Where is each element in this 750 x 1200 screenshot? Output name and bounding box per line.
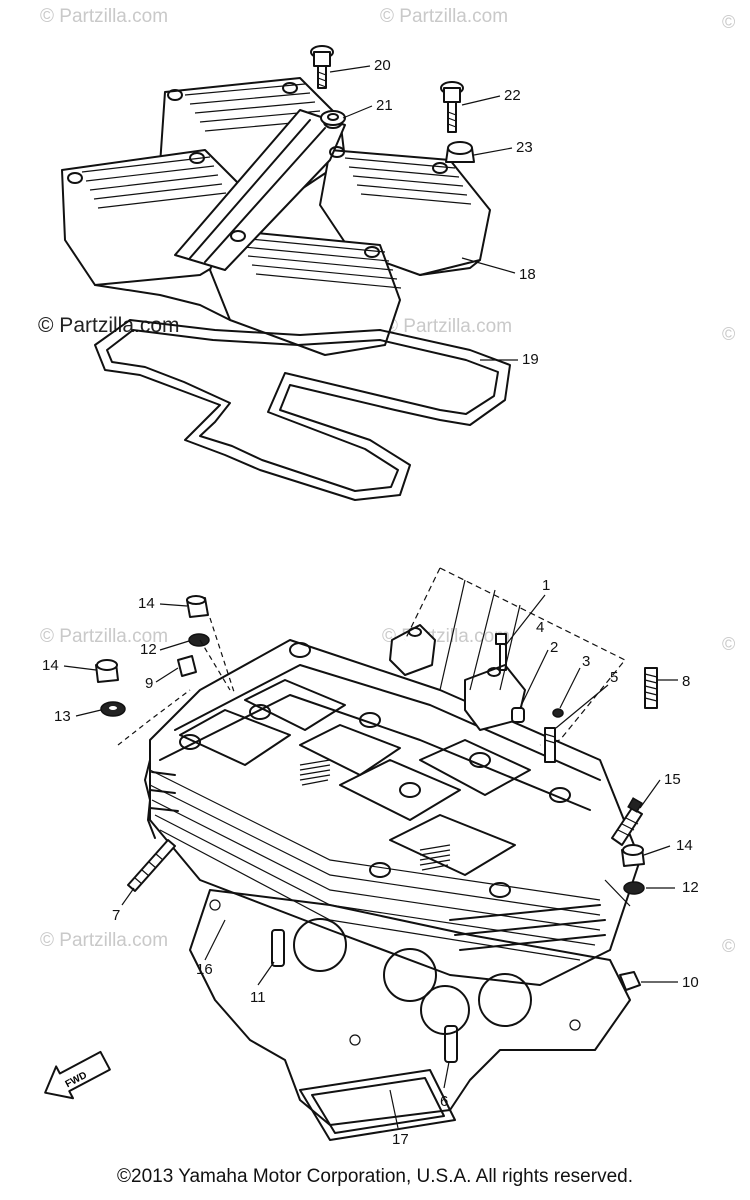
watermark-corner: © bbox=[722, 324, 736, 344]
watermark-corner: © bbox=[722, 634, 736, 654]
part-12-washer bbox=[623, 881, 645, 895]
callout-6: 6 bbox=[440, 1093, 449, 1110]
part-11-dowel bbox=[271, 929, 285, 967]
callout-5: 5 bbox=[610, 669, 619, 686]
part-10-nut bbox=[619, 971, 641, 991]
part-6-dowel bbox=[444, 1025, 458, 1063]
head-cover-gasket bbox=[94, 319, 511, 501]
watermark: © Partzilla.com bbox=[40, 626, 169, 647]
part-5-stud bbox=[544, 727, 556, 763]
cylinder-head bbox=[144, 639, 641, 986]
part-3-clip bbox=[552, 708, 564, 718]
callout-22: 22 bbox=[504, 87, 521, 104]
watermark: © Partzilla.com bbox=[380, 6, 509, 27]
watermark: © Partzilla.com bbox=[40, 930, 169, 951]
part-7-stud bbox=[127, 839, 176, 892]
bolt-22 bbox=[440, 81, 464, 133]
grommet-23 bbox=[445, 141, 475, 163]
part-14-cap bbox=[621, 844, 645, 867]
forward-arrow-icon bbox=[44, 1050, 111, 1100]
callout-12: 12 bbox=[140, 641, 157, 658]
callout-17: 17 bbox=[392, 1131, 409, 1148]
callout-15: 15 bbox=[664, 771, 681, 788]
callout-21: 21 bbox=[376, 97, 393, 114]
bolt-20 bbox=[310, 45, 334, 89]
part-4-bolt bbox=[495, 633, 507, 671]
callout-14: 14 bbox=[42, 657, 59, 674]
callout-18: 18 bbox=[519, 266, 536, 283]
callout-23: 23 bbox=[516, 139, 533, 156]
callout-10: 10 bbox=[682, 974, 699, 991]
callout-9: 9 bbox=[145, 675, 154, 692]
callout-14: 14 bbox=[138, 595, 155, 612]
part-2-dowel bbox=[511, 707, 525, 723]
callout-7: 7 bbox=[112, 907, 121, 924]
part-14-cap bbox=[95, 659, 119, 683]
watermark-corner: © bbox=[722, 936, 736, 956]
cylinder-head-gasket bbox=[189, 889, 631, 1141]
part-13-washer bbox=[100, 701, 126, 717]
callout-20: 20 bbox=[374, 57, 391, 74]
part-8-stud bbox=[644, 667, 658, 709]
watermark-corner: © bbox=[722, 12, 736, 32]
callout-2: 2 bbox=[550, 639, 559, 656]
cylinder-head-cover bbox=[61, 77, 491, 356]
callout-3: 3 bbox=[582, 653, 591, 670]
part-12-washer bbox=[188, 633, 210, 647]
part-14-cap bbox=[186, 595, 209, 618]
grommet-21 bbox=[320, 110, 346, 126]
callout-8: 8 bbox=[682, 673, 691, 690]
leader-lines bbox=[63, 65, 678, 1129]
callout-12: 12 bbox=[682, 879, 699, 896]
part-9-cap bbox=[177, 655, 197, 677]
watermark: © Partzilla.com bbox=[40, 6, 169, 27]
watermark: © Partzilla.com bbox=[384, 316, 513, 337]
callout-19: 19 bbox=[522, 351, 539, 368]
copyright-notice: ©2013 Yamaha Motor Corporation, U.S.A. A… bbox=[117, 1166, 633, 1187]
callout-13: 13 bbox=[54, 708, 71, 725]
callout-14: 14 bbox=[676, 837, 693, 854]
callout-4: 4 bbox=[536, 619, 545, 636]
callout-16: 16 bbox=[196, 961, 213, 978]
cam-cap-assembly bbox=[389, 567, 626, 746]
callout-11: 11 bbox=[250, 989, 266, 1006]
callout-1: 1 bbox=[542, 577, 551, 594]
part-15-plug bbox=[611, 797, 643, 846]
